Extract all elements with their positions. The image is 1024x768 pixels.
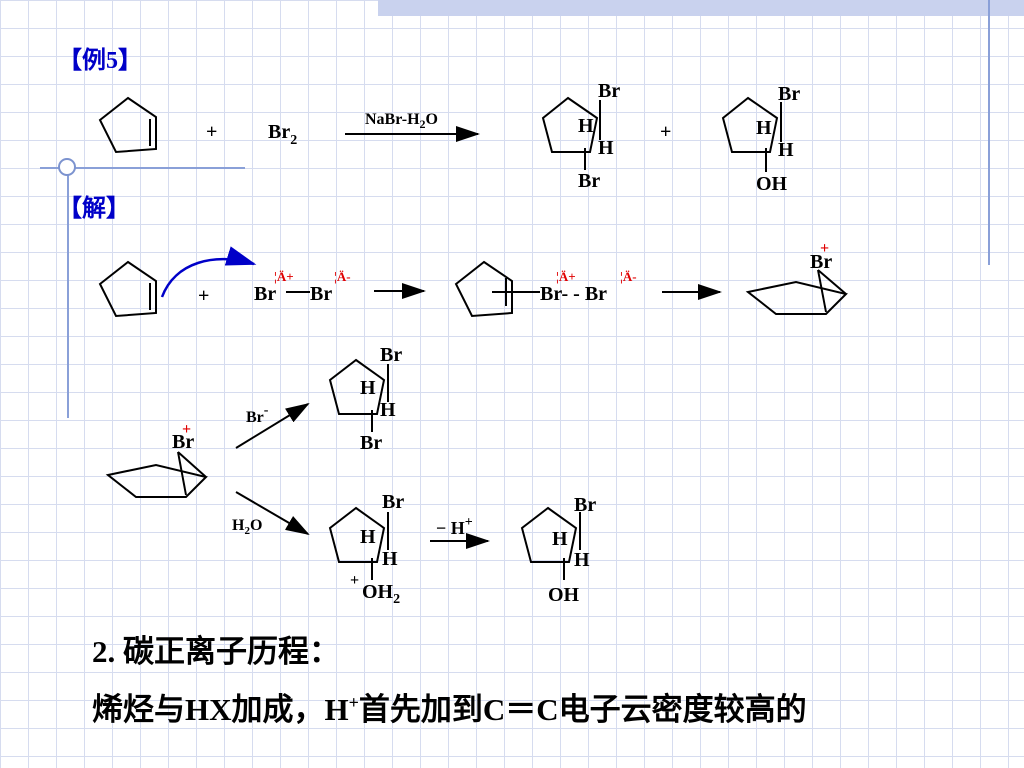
dibromide-br-top: Br <box>598 80 620 102</box>
partial-positive-charge: ¦Ä+ <box>274 269 294 284</box>
solution-label: 【解】 <box>58 196 130 222</box>
oxonium-intermediate <box>328 506 389 580</box>
mech-bromohydrin-h-right: H <box>574 549 590 571</box>
plus-sign: + <box>660 121 671 143</box>
mech-dibromide-br-top: Br <box>380 344 402 366</box>
dibromide-product <box>541 96 601 170</box>
section-number: 2 <box>92 634 108 669</box>
bromonium-br: Br <box>810 251 832 273</box>
bromine-reagent: Br2 <box>268 121 297 148</box>
body-text-end: 首先加到C＝C电子云密度较高的 <box>358 692 807 727</box>
plus-sign: + <box>198 285 209 307</box>
mech-dibromide-br-bottom: Br <box>360 432 382 454</box>
bromide-attack-arrow <box>235 402 310 449</box>
plus-sign: + <box>206 121 217 143</box>
decorative-horizontal-line <box>40 167 245 169</box>
mech-bromohydrin-oh: OH <box>548 584 580 606</box>
bromine-atom-left: Br <box>254 283 276 305</box>
deprotonation-label: − H+ <box>436 515 473 538</box>
partial-negative-charge: ¦Ä- <box>620 269 637 284</box>
cyclopentene-reactant <box>98 96 157 154</box>
bromohydrin-oh: OH <box>756 173 788 195</box>
decorative-vertical-line <box>67 160 69 418</box>
mech-dibromide-h-left: H <box>360 377 376 399</box>
body-text-line: 烯烃与HX加成，H+首先加到C＝C电子云密度较高的 <box>92 684 807 729</box>
water-attack-arrow <box>235 491 310 536</box>
body-text-start: 烯烃与HX加成，H <box>92 692 349 727</box>
pi-complex-ring <box>454 260 540 318</box>
decorative-circle <box>58 158 76 176</box>
top-decorative-band <box>378 0 1024 16</box>
section-title: . 碳正离子历程： <box>107 634 341 669</box>
water-label: H2O <box>232 517 262 537</box>
bromonium-charge: + <box>820 240 829 257</box>
oxonium-oh2: OH2 <box>362 581 400 607</box>
dibromide-h-right: H <box>598 137 614 159</box>
decorative-right-vertical-line <box>988 0 990 265</box>
dibromide-mechanism-product <box>328 358 389 432</box>
section-heading: 2. 碳正离子历程： <box>92 626 340 671</box>
bromine-atom-right: Br <box>310 283 332 305</box>
bromonium-ion-1 <box>745 269 848 315</box>
reaction-conditions: NaBr-H2O <box>365 111 438 131</box>
bromohydrin-mechanism-product <box>520 506 581 580</box>
oxonium-charge: + <box>350 572 359 589</box>
bromide-label: Br- <box>246 403 269 426</box>
oxonium-br: Br <box>382 491 404 513</box>
electron-push-arrow <box>160 246 257 298</box>
partial-negative-charge: ¦Ä- <box>334 269 351 284</box>
mech-bromohydrin-br: Br <box>574 494 596 516</box>
bromohydrin-h-right: H <box>778 139 794 161</box>
bromonium-charge-2: + <box>182 421 191 438</box>
bromohydrin-br: Br <box>778 83 800 105</box>
bromonium-ion-2 <box>105 451 208 498</box>
dibromide-h-left: H <box>578 115 594 137</box>
mech-bromohydrin-h-left: H <box>552 528 568 550</box>
pi-complex-br-dashes: Br- - Br <box>540 283 607 305</box>
oxonium-h-right: H <box>382 548 398 570</box>
bromohydrin-h-left: H <box>756 117 772 139</box>
dibromide-br-bottom: Br <box>578 170 600 192</box>
cyclopentene-mechanism <box>98 260 157 318</box>
partial-positive-charge: ¦Ä+ <box>556 269 576 284</box>
example-label: 【例5】 <box>58 48 142 74</box>
bromohydrin-product <box>721 96 782 172</box>
body-text-superscript: + <box>348 692 359 713</box>
bromonium-br-2: Br <box>172 431 194 453</box>
oxonium-h-left: H <box>360 526 376 548</box>
mech-dibromide-h-right: H <box>380 399 396 421</box>
